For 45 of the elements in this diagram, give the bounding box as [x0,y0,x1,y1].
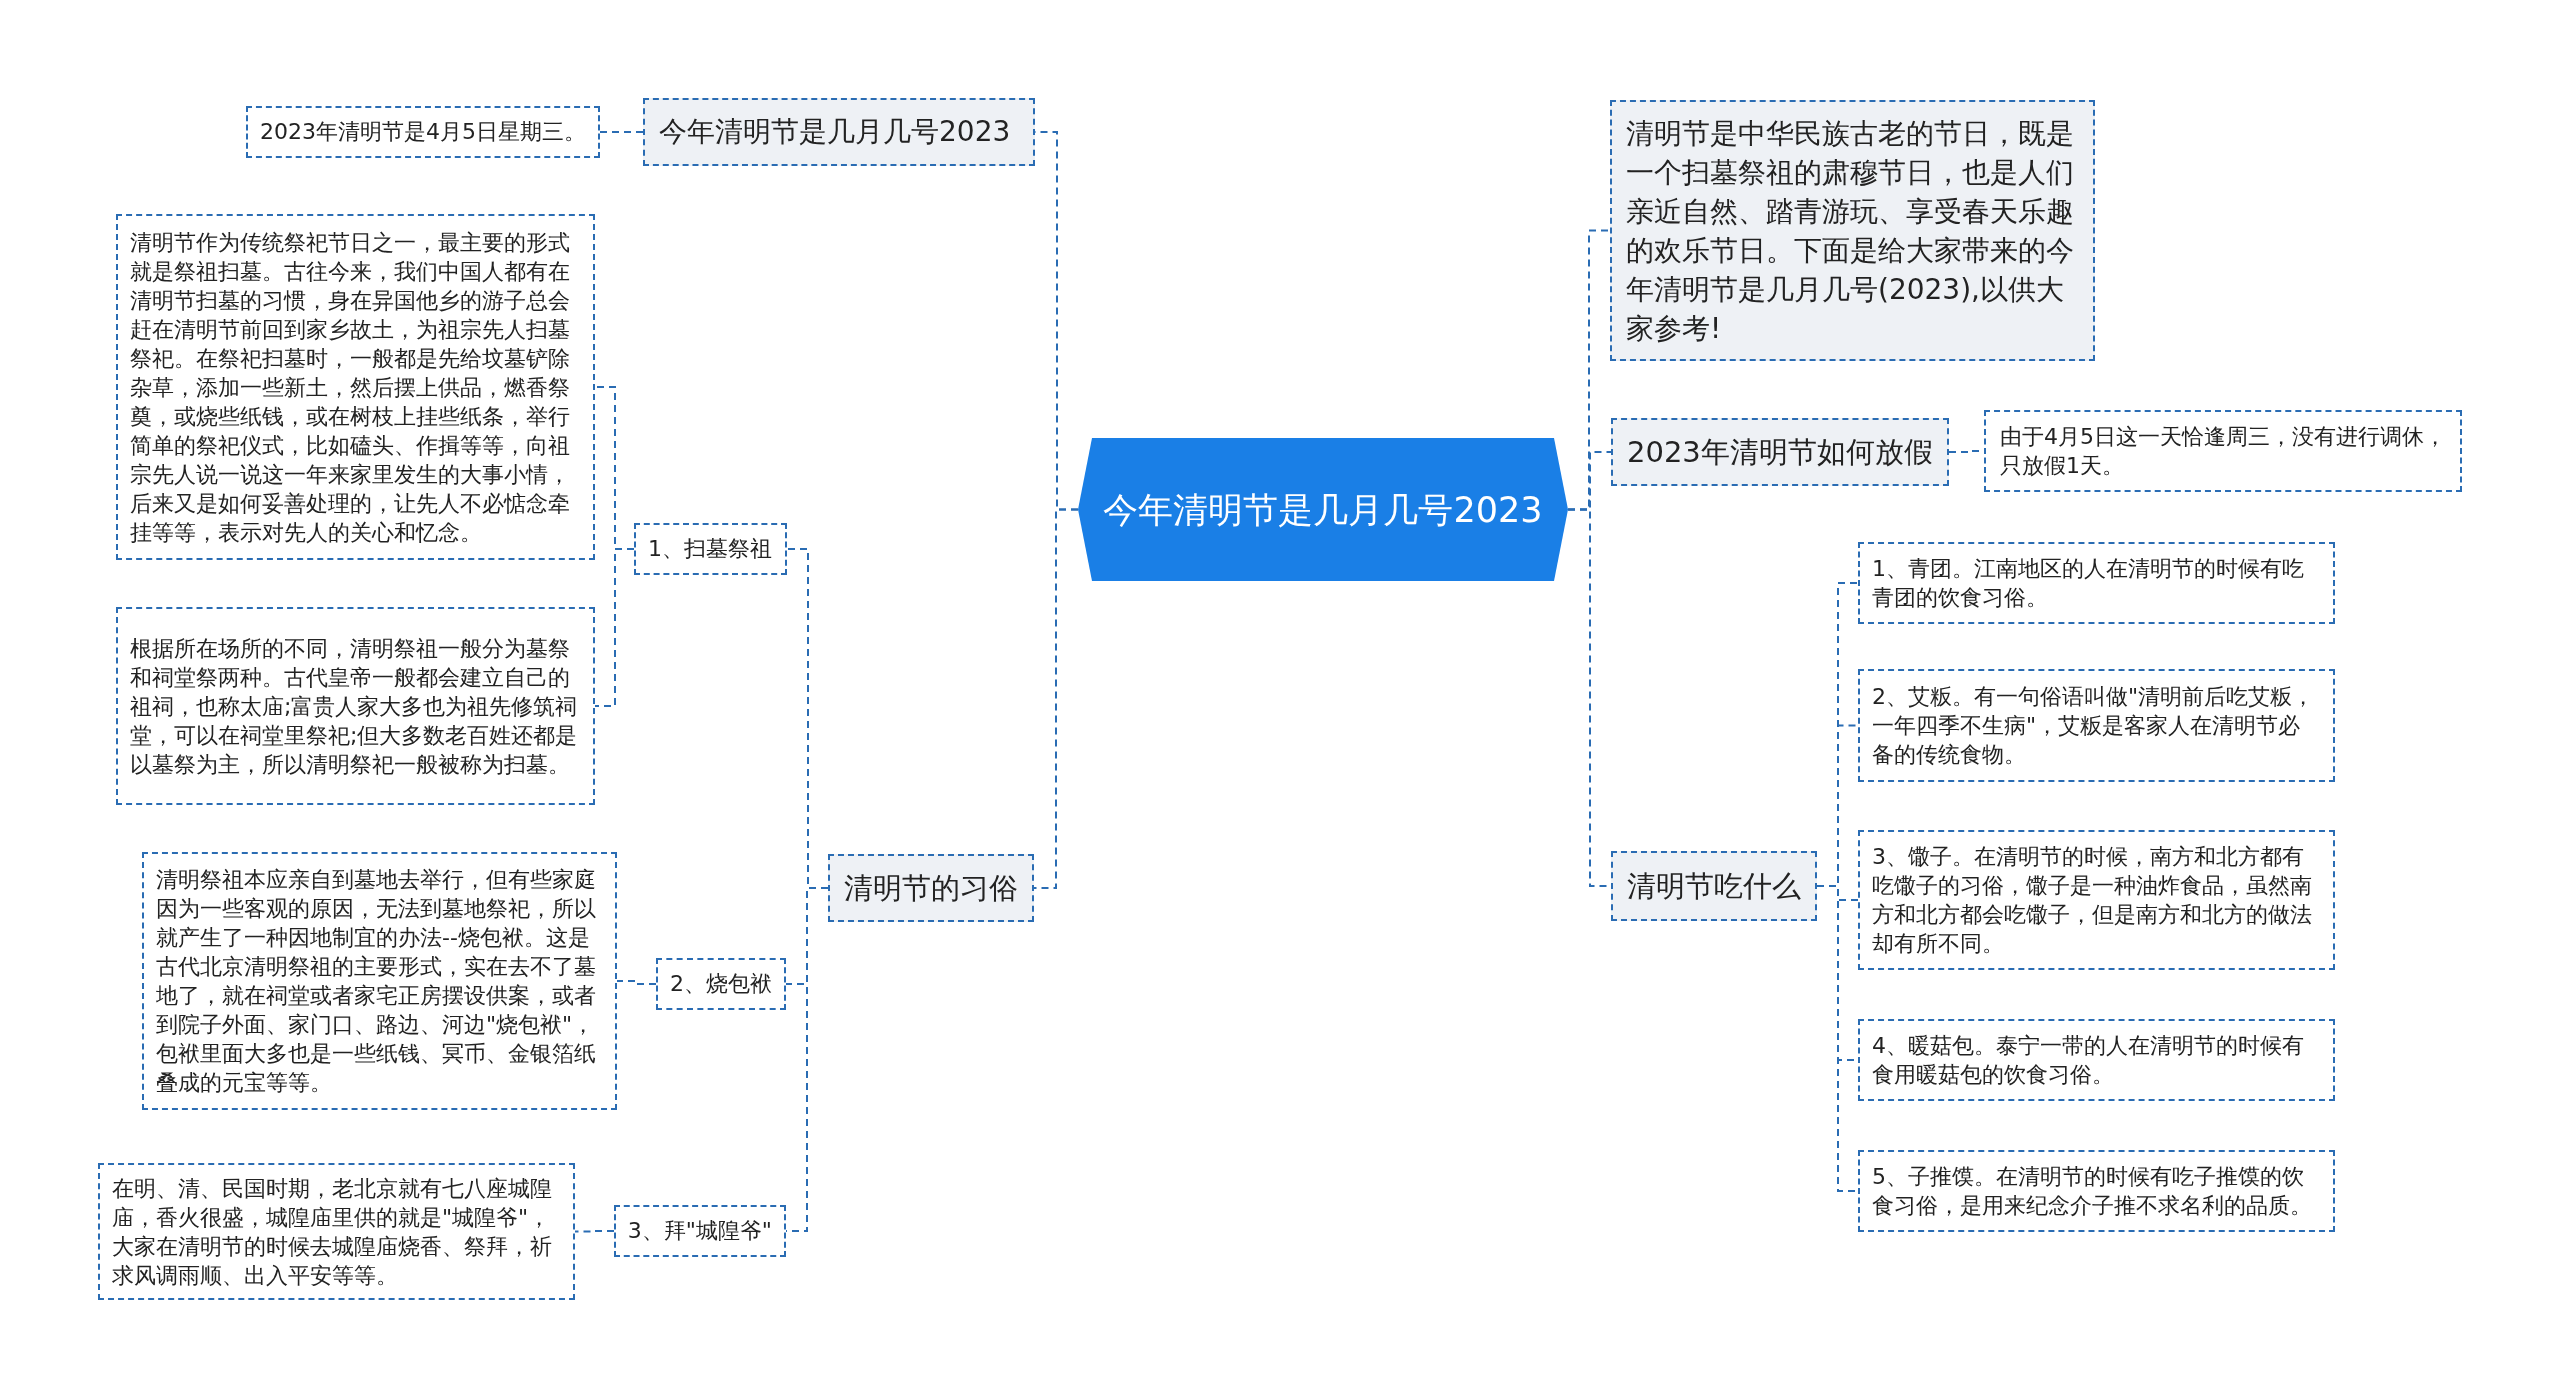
central-topic [1078,438,1568,581]
connector-line [594,548,635,707]
note-box [1858,669,2335,782]
topic-text: 3、拜"城隍爷" [627,1217,772,1245]
connector-line [599,131,644,133]
topic-text: 2、烧包袱 [670,970,772,998]
note-box [246,106,600,158]
note-box [116,607,595,805]
topic-text: 1、青团。江南地区的人在清明节的时候有吃青团的饮食习俗。 [1872,555,2305,612]
topic-text: 根据所在场所的不同，清明祭祖一般分为墓祭和祠堂祭两种。古代皇帝一般都会建立自己的祖祠，也称太庙;富贵人家大多也为祖先修筑祠堂，可以在祠堂里祭祀;但大多数老百姓还都是以墓祭为主，所以清明祭祀一般被称为扫墓。 [130,634,579,779]
topic-box [828,854,1034,922]
topic-text: 4、暖菇包。泰宁一带的人在清明节的时候有食用暖菇包的饮食习俗。 [1872,1032,2305,1089]
note-box [1858,1150,2335,1232]
topic-text: 由于4月5日这一天恰逢周三，没有进行调休，只放假1天。 [2000,423,2446,480]
note-box [116,214,595,560]
subtopic-box [613,1205,786,1257]
topic-text: 清明节的习俗 [844,870,1018,907]
topic-text: 2023年清明节如何放假 [1627,434,1933,471]
subtopic-box [634,523,787,575]
subtopic-box [656,958,786,1010]
note-box [1858,542,2335,624]
topic-box [1611,418,1949,486]
connector-line [574,1230,615,1233]
connector-line [616,980,657,985]
topic-text: 1、扫墓祭祖 [648,535,773,563]
topic-text: 5、子推馍。在清明节的时候有吃子推馍的饮食习俗，是用来纪念介子推不求名利的品质。 [1872,1163,2313,1220]
connector-line [1033,508,1079,889]
topic-text: 清明祭祖本应亲自到墓地去举行，但有些家庭因为一些客观的原因，无法到墓地祭祀，所以就产生了一种因地制宜的办法--烧包袱。这是古代北京清明祭祖的主要形式，实在去不了墓地了，就在祠堂或者家宅正房摆设供案，或者到院子外面、家门口、路边、河边"烧包袱"，包袱里面大多也是一些纸钱、冥币、金银箔纸叠成的元宝等等。 [156,866,597,1097]
topic-box [643,98,1035,166]
note-box [1858,830,2335,970]
topic-text: 清明节作为传统祭祀节日之一，最主要的形式就是祭祖扫墓。古往今来，我们中国人都有在清明节扫墓的习惯，身在异国他乡的游子总会赶在清明节前回到家乡故土，为祖宗先人扫墓祭祀。在祭祀扫墓时，一般都是先给坟墓铲除杂草，添加一些新土，然后摆上供品，燃香祭奠，或烧些纸钱，或在树枝上挂些纸条，举行简单的祭祀仪式，比如磕头、作揖等等，向祖宗先人说一说这一年来家里发生的大事小情，后来又是如何妥善处理的，让先人不必惦念牵挂等等，表示对先人的关心和忆念。 [130,228,571,547]
topic-title: 今年清明节是几月几号2023 [1103,488,1543,532]
note-box [1984,410,2462,492]
topic-box [1610,100,2095,361]
topic-text: 3、馓子。在清明节的时候，南方和北方都有吃馓子的习俗，馓子是一种油炸食品，虽然南方和北方都会吃馓子，但是南方和北方的做法却有所不同。 [1872,843,2313,958]
note-box [98,1163,575,1300]
note-box [142,852,617,1110]
topic-text: 2、艾粄。有一句俗语叫做"清明前后吃艾粄，一年四季不生病"，艾粄是客家人在清明节必备的传统食物。 [1872,683,2316,769]
topic-text: 清明节吃什么 [1627,868,1801,905]
topic-box [1611,851,1817,921]
topic-text: 清明节是中华民族古老的节日，既是一个扫墓祭祖的肃穆节日，也是人们亲近自然、踏青游玩、享受春天乐趣的欢乐节日。下面是给大家带来的今年清明节是几月几号(2023),以供大家参考! [1626,115,2075,347]
topic-text: 2023年清明节是4月5日星期三。 [260,118,586,146]
topic-text: 在明、清、民国时期，老北京就有七八座城隍庙，香火很盛，城隍庙里供的就是"城隍爷"，大家在清明节的时候去城隍庙烧香、祭拜，祈求风调雨顺、出入平安等等。 [112,1174,553,1290]
note-box [1858,1019,2335,1101]
topic-text: 今年清明节是几月几号2023 [659,114,1012,150]
